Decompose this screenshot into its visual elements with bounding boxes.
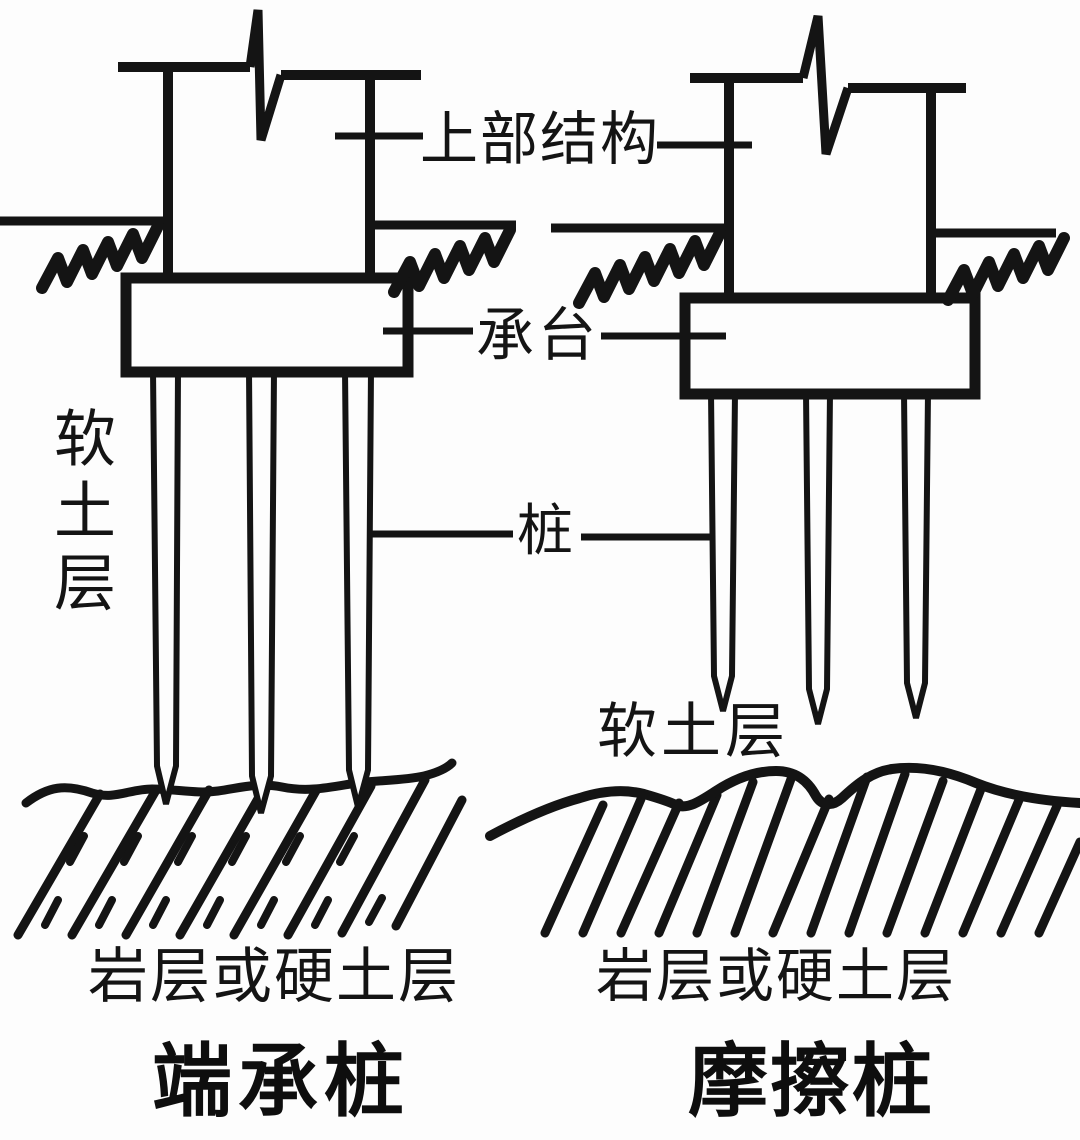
right-pile-cap-rect — [679, 292, 981, 400]
left-pile-cap-rect — [120, 272, 414, 378]
soft-soil-label-right: 软土层 — [597, 697, 789, 767]
left-piles — [149, 367, 375, 814]
ground-surface — [0, 216, 1070, 309]
ground-hatch-scribble — [573, 227, 726, 309]
pile-label: 桩 — [517, 499, 573, 564]
right-piles — [707, 389, 932, 725]
pile — [149, 367, 182, 805]
pile — [707, 389, 739, 712]
rock-layer-label-right: 岩层或硬土层 — [596, 942, 957, 1010]
left-rock-layer — [13, 758, 467, 940]
pile — [802, 389, 834, 725]
right-rock-hatch-lines — [540, 769, 1080, 938]
right-column — [690, 14, 966, 303]
ground-hatch-scribble — [388, 224, 516, 298]
pile — [900, 389, 932, 719]
pile-cap-label: 承台 — [476, 301, 601, 369]
left-rock-hatch-dashes — [41, 832, 386, 929]
ground-hatch-scribble — [942, 232, 1070, 306]
soft-soil-label-left: 软土层 — [43, 406, 116, 622]
left-column — [118, 9, 421, 283]
left-column-break-mark — [245, 9, 286, 142]
ground-hatch-scribble — [36, 220, 164, 294]
left-rock-boundary — [21, 758, 457, 808]
right-column-break-mark — [798, 14, 853, 156]
leader-lines — [335, 132, 752, 541]
end-bearing-pile-title: 端承桩 — [152, 1035, 410, 1128]
superstructure-label: 上部结构 — [420, 105, 661, 173]
pile — [341, 367, 375, 808]
left-rock-hatch-lines — [13, 775, 467, 940]
right-rock-boundary — [485, 762, 1080, 841]
pile — [245, 367, 278, 814]
right-rock-layer — [485, 762, 1080, 938]
friction-pile-title: 摩擦桩 — [688, 1035, 934, 1128]
rock-layer-label-left: 岩层或硬土层 — [88, 942, 460, 1012]
